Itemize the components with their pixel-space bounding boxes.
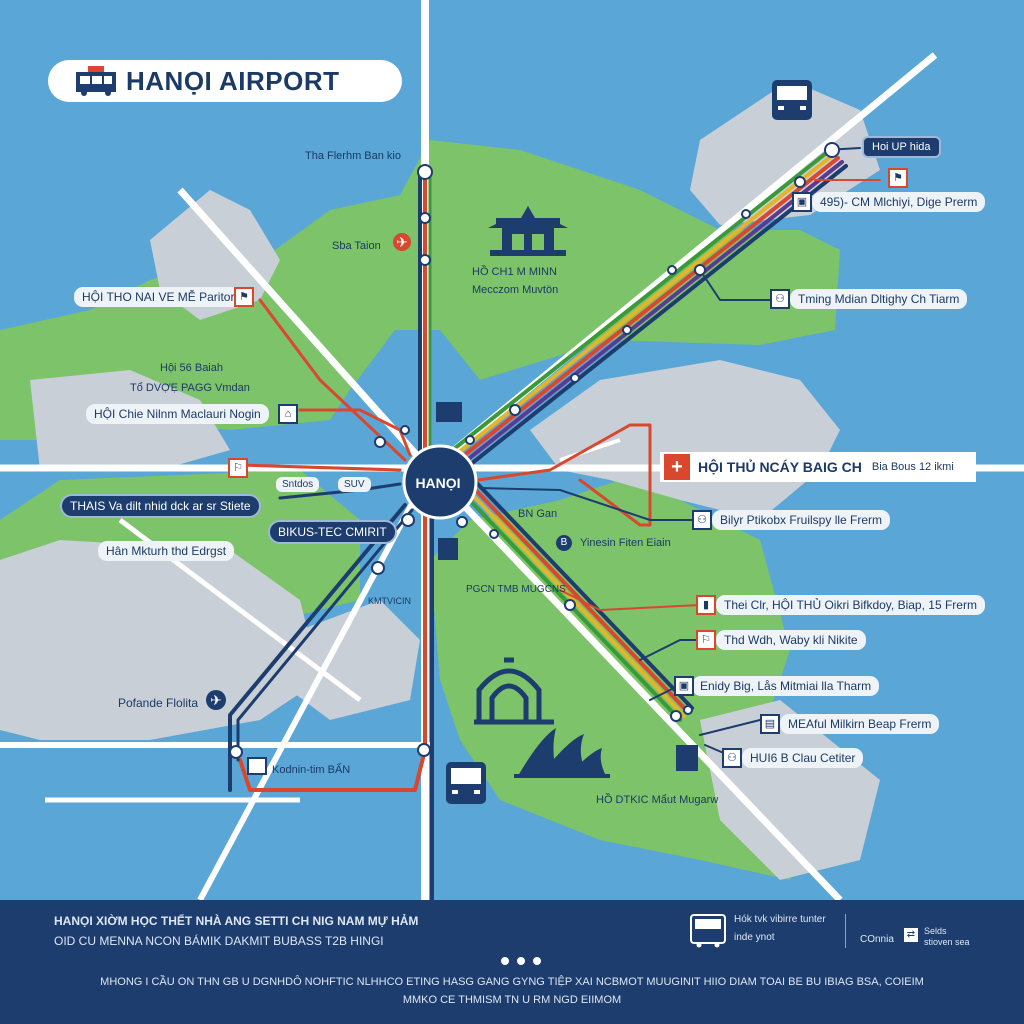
title-bar: HANỌI AIRPORT [48,60,402,102]
right-callout-6-icon: ▣ [674,676,694,696]
grey-district-southeast [700,700,880,880]
left-callout-1[interactable]: HỘI THO NAI VE MỄ Paritori [74,287,246,307]
featured-station-callout[interactable]: + HỘI THỦ NCÁY BAIG CH Bia Bous 12 ikmi [660,452,976,482]
station-markers [229,142,840,759]
kite-label: KMTVICIN [368,596,412,606]
station-b-label: Yinesin Fiten Eiain [580,537,671,549]
street-label: PGCN TMB MUGCNS [466,584,566,595]
left-callout-4[interactable]: BIKUS-TEC CMIRIT [268,520,397,544]
footer-bus-icon [690,914,726,948]
right-callout-1[interactable]: 495)- CM Mlchiyi, Dige Prerm [812,192,986,212]
left-callout-2[interactable]: HỘI Chie Nilnm Maclauri Nogin [86,404,269,424]
hub-label: HANỌI [415,475,461,491]
bus-icon-north [772,80,812,120]
west-station-icon: ⚐ [228,458,248,478]
right-callout-5[interactable]: Thd Wdh, Waby kli Nikite [716,630,866,650]
page-title: HANỌI AIRPORT [126,65,340,96]
temple-landmark-icon [488,206,568,256]
grey-district-south [290,600,420,720]
footer-bus-text-1: Hók tvk vibirre tunter [734,914,826,925]
green-land-lower [430,480,800,880]
footer-transfer-icon: ⇄ [904,928,918,942]
bus-icon-south [446,762,486,804]
right-callout-2[interactable]: Tming Mdian Dltighy Ch Tiarm [790,289,968,309]
hub-station[interactable]: HANỌI [401,458,475,508]
right-callout-4-icon: ▮ [696,595,716,615]
footer-panel: HANỌI XIỜM HỌC THỂT NHÀ ANG SETTI CH NIG… [0,900,1024,1024]
right-callout-8[interactable]: HUI6 B Clau Cetiter [742,748,864,768]
footer-heading: HANỌI XIỜM HỌC THỂT NHÀ ANG SETTI CH NIG… [54,914,419,928]
footer-bus-info: Hók tvk vibirre tunter inde ynot [690,914,826,953]
footer-subheading: OID CU MENNA NCON BÁMIK DAKMIT BUBASS T2… [54,934,384,948]
right-callout-3[interactable]: Bilyr Ptikobx Fruilspy lle Frerm [712,510,891,530]
right-callout-3-icon: ⚇ [692,510,712,530]
station-tag-sntdos[interactable]: Sntdos [276,477,320,492]
line-station-icons [247,402,698,775]
left-callout-3[interactable]: THAIS Va dilt nhid dck ar sr Stiete [60,494,261,518]
north-line-label: Tha Flerhm Ban kio [305,150,401,162]
district-label-2: Tổ DVỢẸ PAGG Vmdan [130,382,250,394]
right-callout-8-icon: ⚇ [722,748,742,768]
station-tag-suv[interactable]: SUV [338,477,371,492]
footer-notice-line2: MMKO CE THMISM TN U RM NGD EIIMOM [402,994,622,1006]
featured-station-name: HỘI THỦ NCÁY BAIG CH [698,459,862,475]
right-callout-2-icon: ⚇ [770,289,790,309]
hub-lower-label: BN Gan [518,508,558,520]
airport-plane-icon: ✈ [393,233,411,251]
pagination-dots[interactable] [497,952,545,970]
footer-connection-label: COnnia [860,934,894,945]
footer-bus-text-2: inde ynot [734,932,775,943]
museum-label: HỒ DTKIC Mẩut Mugarw [596,794,719,806]
left-callout-2-icon: ⌂ [278,404,298,424]
left-airport-icon: ✈ [206,690,226,710]
right-callout-4[interactable]: Thei Clr, HỘI THỦ Oikri Bifkdoy, Biap, 1… [716,595,985,615]
right-callout-6[interactable]: Enidy Big, Lås Mitmiai lla Tharm [692,676,880,696]
north-red-station-icon: ⚑ [888,168,908,188]
station-label-sba: Sba Taion [332,240,381,252]
grey-district-southwest [0,540,320,740]
featured-station-detail: Bia Bous 12 ikmi [871,461,954,473]
arch-gate-landmark-icon [474,657,554,725]
right-callout-7-icon: ▤ [760,714,780,734]
temple-label-line1: HỒ CH1 M MINN [472,266,557,278]
station-b-icon: B [556,535,572,551]
hub-ring [402,444,478,520]
transit-lines [228,147,881,900]
right-callout-7[interactable]: MEAful Milkirn Beap Frerm [780,714,940,734]
temple-label-line2: Mecczom Muvtön [472,284,559,296]
left-callout-6[interactable]: Pofande Flolita [118,696,199,710]
right-callout-5-icon: ⚐ [696,630,716,650]
opera-house-landmark-icon [514,728,610,778]
left-callout-7[interactable]: Kodnin-tim BẤN [272,764,351,776]
north-terminal-callout[interactable]: Hoi UP hida [862,136,941,158]
right-callout-1-icon: ▣ [792,192,812,212]
left-callout-5[interactable]: Hân Mkturh thd Edrgst [98,541,235,561]
left-callout-1-icon: ⚑ [234,287,254,307]
district-label-1: Hội 56 Baiah [160,362,223,374]
plus-icon: + [664,454,690,480]
grey-district-north [690,80,880,225]
footer-notice-line1: MHONG I CẦU ON THN GB U DGNHDÔ NOHFTIC N… [100,976,924,988]
footer-divider [845,914,846,948]
route-map [0,0,1024,900]
airport-bus-logo-icon [76,66,116,96]
footer-connection-text: Selds stioven sea [924,926,970,947]
